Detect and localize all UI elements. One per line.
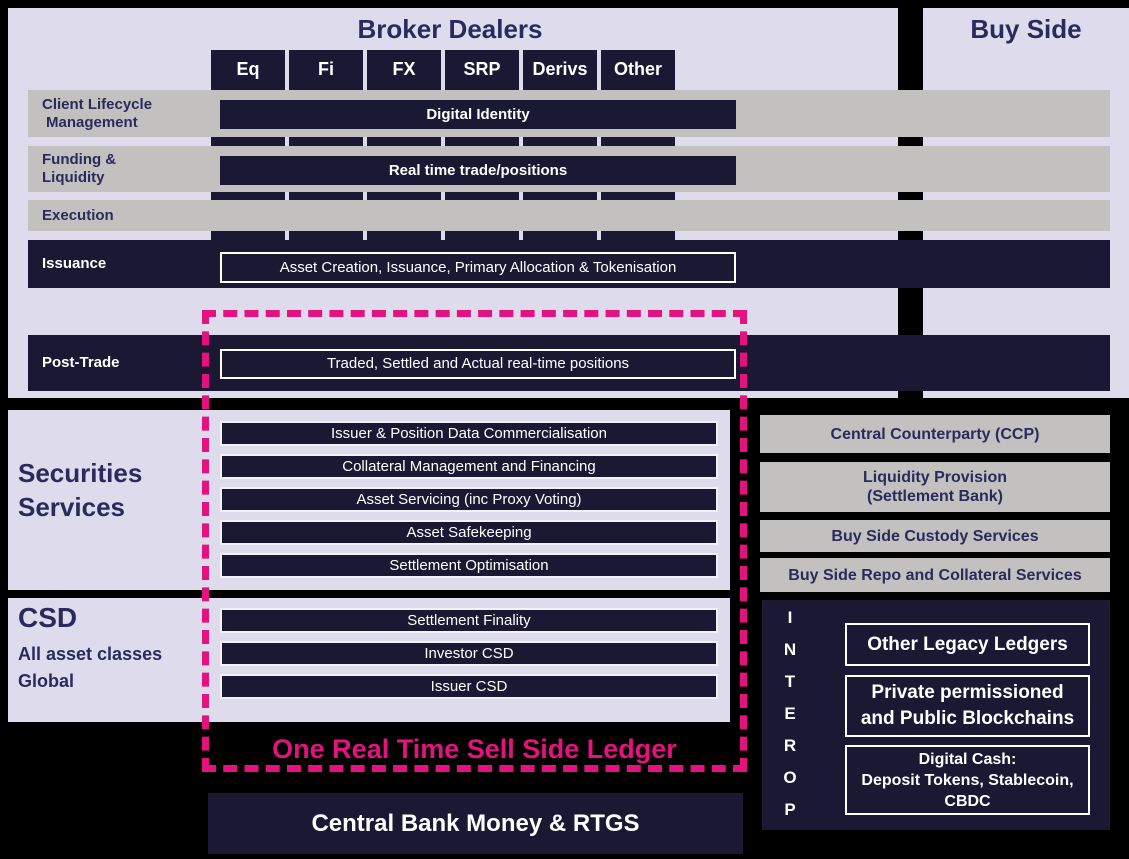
bar-issuer-csd: Issuer CSD xyxy=(220,674,718,699)
liquidity-provision-box: Liquidity Provision (Settlement Bank) xyxy=(760,462,1110,512)
post-trade-box: Traded, Settled and Actual real-time pos… xyxy=(220,349,736,379)
liquidity-provision-line1: Liquidity Provision xyxy=(862,469,1007,486)
digital-cash-line1: Digital Cash: xyxy=(918,750,1017,768)
interop-letter-n: N xyxy=(783,640,797,659)
bar-asset-safekeeping: Asset Safekeeping xyxy=(220,520,718,545)
column-srp-label: SRP xyxy=(463,59,501,79)
sell-buy-divider-bar xyxy=(898,0,923,398)
other-legacy-ledgers-box: Other Legacy Ledgers xyxy=(845,623,1090,666)
band-execution-label: Execution xyxy=(42,206,114,224)
csd-subtitle-asset-classes: All asset classes xyxy=(18,644,163,664)
interop-letter-p: P xyxy=(784,800,796,819)
csd-subtitle-global: Global xyxy=(18,671,75,691)
ccp-box: Central Counterparty (CCP) xyxy=(760,415,1110,453)
securities-title-line2: Services xyxy=(18,492,125,522)
bar-collateral-management: Collateral Management and Financing xyxy=(220,454,718,479)
bar-asset-servicing: Asset Servicing (inc Proxy Voting) xyxy=(220,487,718,512)
blockchains-line2: and Public Blockchains xyxy=(860,708,1075,729)
band-funding-liquidity-label: Funding & Liquidity xyxy=(42,151,1110,187)
band-post-trade-label: Post-Trade xyxy=(42,354,120,371)
column-derivs-label: Derivs xyxy=(532,59,588,79)
interop-letter-t: T xyxy=(784,672,796,691)
band-client-lifecycle-label: Client Lifecycle Management xyxy=(42,96,1110,132)
issuance-box: Asset Creation, Issuance, Primary Alloca… xyxy=(220,252,736,283)
column-other-label: Other xyxy=(613,59,662,79)
bar-settlement-optimisation: Settlement Optimisation xyxy=(220,553,718,578)
liquidity-provision-line2: (Settlement Bank) xyxy=(866,488,1004,505)
securities-title-line1: Securities xyxy=(18,458,143,488)
blockchains-box: Private permissioned and Public Blockcha… xyxy=(845,675,1090,737)
client-lifecycle-line2: Management xyxy=(46,113,138,131)
bar-settlement-finality: Settlement Finality xyxy=(220,608,718,633)
real-time-trade-positions-bar: Real time trade/positions xyxy=(220,156,736,185)
broker-dealers-title: Broker Dealers xyxy=(357,14,543,44)
digital-cash-line2: Deposit Tokens, Stablecoin, xyxy=(861,771,1074,789)
column-fi-label: Fi xyxy=(318,59,334,79)
buy-side-custody-box: Buy Side Custody Services xyxy=(760,520,1110,552)
buy-side-title: Buy Side xyxy=(970,14,1082,44)
interop-letter-o: O xyxy=(783,768,797,787)
interop-vertical-label: I N T E R O P xyxy=(775,608,805,820)
column-fx-label: FX xyxy=(392,59,416,79)
csd-title: CSD xyxy=(18,602,78,633)
band-execution: Execution xyxy=(28,200,1110,231)
digital-cash-line3: CBDC xyxy=(944,792,991,810)
other-legacy-ledgers-label: Other Legacy Ledgers xyxy=(867,633,1068,655)
bar-investor-csd: Investor CSD xyxy=(220,641,718,666)
securities-services-title: Securities Services xyxy=(18,456,142,524)
buy-side-repo-collateral-label: Buy Side Repo and Collateral Services xyxy=(788,566,1082,584)
bar-issuer-position-data: Issuer & Position Data Commercialisation xyxy=(220,421,718,446)
central-bank-money-rtgs-box: Central Bank Money & RTGS xyxy=(208,793,743,854)
sell-side-ledger-label: One Real Time Sell Side Ledger xyxy=(272,734,677,764)
ccp-label: Central Counterparty (CCP) xyxy=(830,425,1040,443)
buy-side-repo-collateral-box: Buy Side Repo and Collateral Services xyxy=(760,558,1110,592)
blockchains-line1: Private permissioned xyxy=(871,682,1064,703)
funding-line2: Liquidity xyxy=(42,169,105,186)
digital-cash-box: Digital Cash: Deposit Tokens, Stablecoin… xyxy=(845,745,1090,815)
interop-letter-e: E xyxy=(784,704,796,723)
digital-identity-bar: Digital Identity xyxy=(220,100,736,129)
buy-side-custody-label: Buy Side Custody Services xyxy=(831,527,1039,545)
band-issuance-label: Issuance xyxy=(42,255,107,272)
client-lifecycle-line1: Client Lifecycle xyxy=(42,95,153,113)
interop-letter-r: R xyxy=(783,736,797,755)
column-eq-label: Eq xyxy=(236,59,260,79)
interop-letter-i: I xyxy=(787,608,793,627)
funding-line1: Funding & xyxy=(42,151,117,168)
